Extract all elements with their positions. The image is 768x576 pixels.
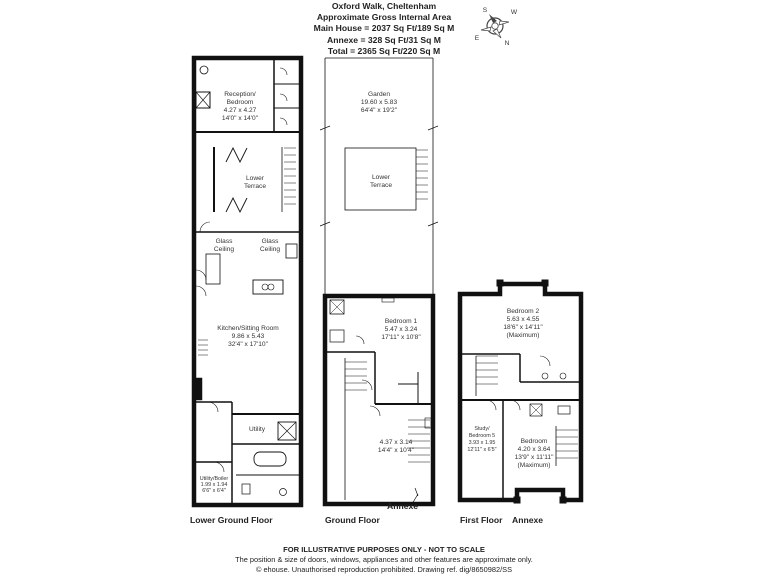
ground-floor-label: Ground Floor [325,515,380,525]
first-floor-label: First Floor [460,515,503,525]
header: Oxford Walk, Cheltenham Approximate Gros… [0,1,768,57]
study-name2: Bedroom 5 [469,433,495,439]
study-imperial: 12'11" x 6'5" [467,447,496,453]
bedroom-ff-note: (Maximum) [518,462,551,469]
reception-name: Reception/ [224,91,256,98]
compass-s: S [483,7,488,14]
kitchen-metric: 9.86 x 5.43 [232,333,265,340]
lower-ground-floor-label: Lower Ground Floor [190,515,273,525]
lower-ground-floor-plan [191,55,304,508]
glass-ceiling-2-name: Glass [262,238,280,245]
annexe-area: Annexe = 328 Sq Ft/31 Sq M [327,34,441,45]
utility-name: Utility [249,426,266,433]
ground-floor-plan [319,57,439,507]
bedroom1-metric: 5.47 x 3.24 [385,326,418,333]
reception-metric: 4.27 x 4.27 [224,107,257,114]
bedroom2-name: Bedroom 2 [507,308,540,315]
bedroom-ff-name: Bedroom [521,438,548,445]
kitchen-imperial: 32'4" x 17'10" [228,341,268,348]
bedroom2-imperial: 18'6" x 14'11" [503,324,543,331]
lower-terrace-left-name: Lower [246,175,265,182]
first-floor-plan [457,279,584,504]
study-metric: 3.93 x 1.95 [469,440,496,446]
reception-name2: Bedroom [227,99,254,106]
property-title: Oxford Walk, Cheltenham [331,1,437,11]
glass-ceiling-1-name2: Ceiling [214,246,234,253]
bedroom1-imperial: 17'11" x 10'8" [381,334,421,341]
glass-ceiling-2-name2: Ceiling [260,246,280,253]
reception-imperial: 14'0" x 14'0" [222,115,259,122]
annexe-room-imperial: 14'4" x 10'4" [378,447,415,454]
lower-terrace-mid-name2: Terrace [370,182,392,189]
lower-terrace-left-name2: Terrace [244,183,266,190]
copyright-line: © ehouse. Unauthorised reproduction proh… [255,565,513,574]
compass-icon: S W E N [475,7,518,47]
compass-n: N [505,40,510,47]
bedroom2-note: (Maximum) [507,332,540,339]
kitchen-name: Kitchen/Sitting Room [217,325,279,332]
garden-imperial: 64'4" x 19'2" [361,107,398,114]
bedroom1-name: Bedroom 1 [385,318,418,325]
compass-w: W [511,9,518,16]
utility-boiler-imperial: 6'6" x 6'4" [202,488,226,494]
utility-boiler-metric: 1.99 x 1.94 [201,482,228,488]
total-area: Total = 2365 Sq Ft/220 Sq M [327,45,441,56]
main-house-area: Main House = 2037 Sq Ft/189 Sq M [313,23,455,34]
disclaimer-line: The position & size of doors, windows, a… [235,555,533,564]
bedroom-ff-metric: 4.20 x 3.64 [518,446,551,453]
annexe-first-label: Annexe [512,515,544,525]
lower-terrace-mid-name: Lower [372,174,391,181]
bedroom2-metric: 5.63 x 4.55 [507,316,540,323]
garden-name: Garden [368,91,390,98]
annexe-ground-label: Annexe [387,501,419,511]
study-name: Study/ [474,426,490,432]
illustrative-notice: FOR ILLUSTRATIVE PURPOSES ONLY - NOT TO … [283,545,485,554]
annexe-room-metric: 4.37 x 3.14 [380,439,413,446]
glass-ceiling-1-name: Glass [216,238,234,245]
utility-boiler-name: Utility/Boiler [200,476,229,482]
bedroom-ff-imperial: 13'9" x 11'11" [515,454,555,461]
compass-e: E [475,35,480,42]
garden-metric: 19.60 x 5.83 [361,99,398,106]
area-heading: Approximate Gross Internal Area [316,12,452,23]
